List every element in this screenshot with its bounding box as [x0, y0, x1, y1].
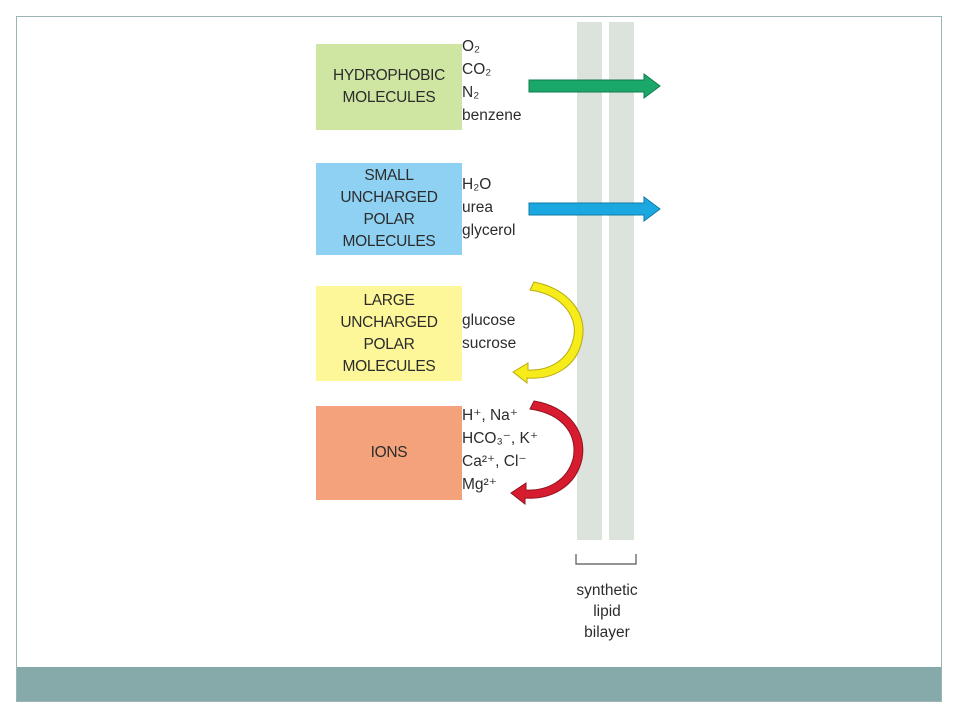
yellow-blocked-arrow-icon [512, 281, 584, 385]
lipid-bilayer-right-leaflet [609, 22, 634, 540]
molecule-benzene: benzene [462, 107, 522, 124]
molecule-glycerol: glycerol [462, 222, 516, 239]
molecule-sucrose: sucrose [462, 335, 517, 352]
bilayer-bracket [575, 554, 637, 565]
molecule-urea: urea [462, 199, 494, 216]
ions-label: IONS [370, 444, 408, 461]
hydrophobic-molecule-list: O₂ CO₂ N₂ benzene [462, 35, 521, 127]
red-blocked-arrow-icon [510, 400, 584, 506]
ion-mg: Mg²⁺ [462, 476, 497, 493]
synthetic-lipid-bilayer-label: synthetic lipid bilayer [576, 582, 638, 641]
molecule-h2o: H₂O [462, 176, 492, 193]
small-polar-molecule-list: H₂O urea glycerol [462, 173, 515, 242]
large-polar-molecule-list: glucose sucrose [462, 309, 516, 355]
footer-bar [17, 667, 941, 701]
ion-ca-cl: Ca²⁺, Cl⁻ [462, 453, 527, 470]
ion-h-na: H⁺, Na⁺ [462, 407, 518, 424]
molecule-n2: N₂ [462, 84, 480, 101]
arrows-layer [510, 73, 661, 506]
ion-hco3-k: HCO₃⁻, K⁺ [462, 430, 539, 447]
molecule-co2: CO₂ [462, 61, 492, 78]
molecule-glucose: glucose [462, 312, 516, 329]
blue-crossing-arrow-icon [528, 196, 661, 222]
small-uncharged-polar-molecules-box: SMALL UNCHARGED POLAR MOLECULES [316, 163, 462, 255]
small-polar-molecules-label: SMALL UNCHARGED POLAR MOLECULES [340, 167, 438, 250]
large-polar-molecules-label: LARGE UNCHARGED POLAR MOLECULES [340, 291, 438, 375]
large-uncharged-polar-molecules-box: LARGE UNCHARGED POLAR MOLECULES [316, 286, 462, 381]
ions-box: IONS [316, 406, 462, 500]
green-crossing-arrow-icon [528, 73, 661, 99]
ion-list: H⁺, Na⁺ HCO₃⁻, K⁺ Ca²⁺, Cl⁻ Mg²⁺ [462, 404, 538, 496]
hydrophobic-molecules-label: HYDROPHOBIC MOLECULES [332, 67, 446, 106]
hydrophobic-molecules-box: HYDROPHOBIC MOLECULES [316, 44, 462, 130]
slide: HYDROPHOBIC MOLECULES O₂ CO₂ N₂ benzene … [16, 16, 942, 702]
molecule-o2: O₂ [462, 38, 481, 55]
